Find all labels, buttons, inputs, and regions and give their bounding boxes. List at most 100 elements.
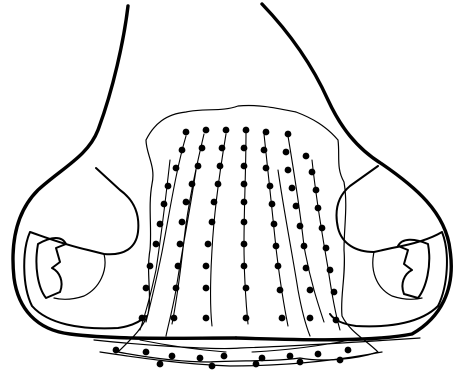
dot-marker	[177, 241, 184, 248]
dot-marker	[301, 243, 308, 250]
right-condyle-outline	[330, 166, 447, 326]
dot-marker	[307, 287, 314, 294]
left-condyle-notch	[36, 238, 66, 298]
fiber-line	[288, 136, 324, 322]
dot-marker	[195, 163, 202, 170]
dot-marker	[157, 221, 164, 228]
dot-marker	[147, 263, 154, 270]
dot-marker	[179, 219, 186, 226]
dot-marker	[263, 129, 270, 136]
dot-marker	[157, 361, 164, 368]
dot-marker	[209, 219, 216, 226]
dot-marker	[183, 199, 190, 206]
dot-marker	[215, 181, 222, 188]
dot-marker	[279, 315, 286, 322]
dot-marker	[285, 131, 292, 138]
dot-marker	[203, 263, 210, 270]
right-condyle-inner-line	[373, 252, 422, 299]
dot-marker	[223, 127, 230, 134]
dot-marker	[333, 317, 340, 324]
dot-marker	[241, 263, 248, 270]
dot-marker	[143, 349, 150, 356]
dot-marker	[197, 355, 204, 362]
dot-marker	[153, 241, 160, 248]
dot-marker	[323, 245, 330, 252]
dot-marker	[199, 145, 206, 152]
dot-marker	[175, 263, 182, 270]
dot-marker	[307, 315, 314, 322]
dot-marker	[113, 347, 120, 354]
dot-marker	[327, 267, 334, 274]
dot-marker	[297, 359, 304, 366]
dot-marker	[303, 265, 310, 272]
right-condyle-notch	[398, 240, 429, 298]
dot-marker	[315, 351, 322, 358]
dot-marker	[209, 363, 216, 370]
dot-marker	[183, 129, 190, 136]
dot-marker	[241, 241, 248, 248]
dot-marker	[161, 201, 168, 208]
dot-marker	[303, 153, 310, 160]
dot-marker	[179, 147, 186, 154]
dot-marker	[287, 353, 294, 360]
dot-marker	[241, 145, 248, 152]
dot-marker	[261, 147, 268, 154]
left-outer-contour	[13, 6, 236, 338]
fiber-line	[166, 170, 196, 336]
dot-marker	[203, 285, 210, 292]
dot-marker	[169, 353, 176, 360]
dot-marker	[203, 127, 210, 134]
dot-marker	[345, 347, 352, 354]
dot-marker	[313, 187, 320, 194]
dot-marker	[189, 181, 196, 188]
dot-marker	[289, 185, 296, 192]
dot-marker	[173, 165, 180, 172]
dot-marker	[219, 145, 226, 152]
left-condyle-inner-line	[54, 254, 105, 299]
dot-marker	[205, 241, 212, 248]
dot-markers	[113, 127, 352, 370]
fiber-line	[252, 340, 350, 352]
dot-marker	[293, 203, 300, 210]
dot-marker	[319, 225, 326, 232]
dot-marker	[285, 167, 292, 174]
dot-marker	[139, 315, 146, 322]
dot-marker	[331, 289, 338, 296]
dot-marker	[171, 315, 178, 322]
dot-marker	[263, 165, 270, 172]
dot-marker	[203, 315, 210, 322]
dot-marker	[241, 199, 248, 206]
dot-marker	[253, 361, 260, 368]
dot-marker	[241, 163, 248, 170]
dot-marker	[283, 149, 290, 156]
dot-marker	[217, 163, 224, 170]
dot-marker	[275, 263, 282, 270]
dot-marker	[243, 285, 250, 292]
dot-marker	[173, 285, 180, 292]
fiber-line	[172, 134, 204, 324]
dot-marker	[221, 353, 228, 360]
dot-marker	[267, 183, 274, 190]
dot-marker	[243, 127, 250, 134]
dot-marker	[297, 223, 304, 230]
dot-marker	[269, 201, 276, 208]
dot-marker	[271, 221, 278, 228]
fiber-line	[140, 340, 226, 352]
fiber-line	[244, 132, 248, 324]
dot-marker	[165, 183, 172, 190]
dot-marker	[315, 205, 322, 212]
dot-marker	[277, 287, 284, 294]
fiber-line	[146, 136, 186, 322]
dot-marker	[243, 315, 250, 322]
dot-marker	[273, 243, 280, 250]
dot-marker	[337, 357, 344, 364]
left-condyle-outline	[24, 168, 146, 328]
fiber-line	[211, 134, 227, 326]
dot-marker	[309, 169, 316, 176]
dot-marker	[211, 199, 218, 206]
dot-marker	[241, 181, 248, 188]
dot-marker	[143, 285, 150, 292]
fiber-line	[264, 134, 288, 326]
